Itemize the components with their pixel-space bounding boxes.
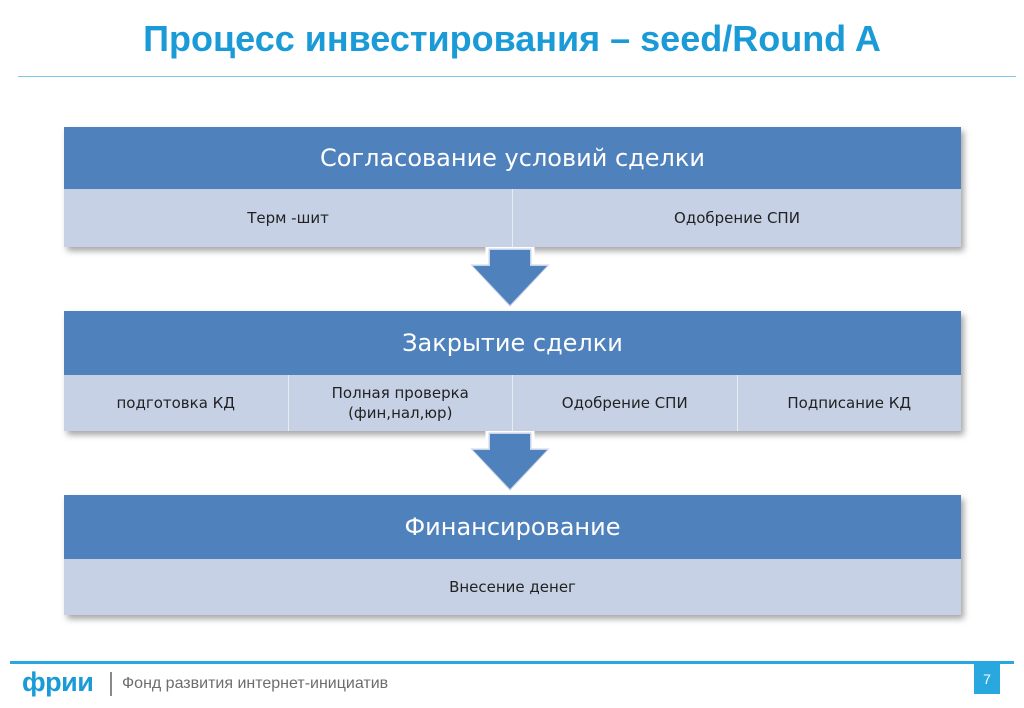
stage-negotiation: Согласование условий сделки Терм -шит Од… [64,127,961,247]
stage-cell-due-diligence: Полная проверка (фин,нал,юр) [287,375,513,431]
page-title: Процесс инвестирования – seed/Round A [143,18,881,59]
stage-heading: Закрытие сделки [64,311,961,375]
footer-organization: Фонд развития интернет-инициатив [122,675,389,692]
stage-cells: подготовка КД Полная проверка (фин,нал,ю… [64,375,961,431]
footer-separator [110,672,112,696]
down-arrow-icon [465,247,555,311]
page-number: 7 [974,664,1000,694]
stage-cell-approval: Одобрение СПИ [512,375,737,431]
stage-closing: Закрытие сделки подготовка КД Полная про… [64,311,961,431]
down-arrow-icon [465,431,555,495]
title-divider [18,76,1016,77]
stage-financing: Финансирование Внесение денег [64,495,961,615]
stage-cell-prepare-docs: подготовка КД [116,394,236,412]
stage-cells: Внесение денег [64,559,961,615]
stage-cell-signing: Подписание КД [736,375,962,431]
footer-logo: фрии [22,667,94,697]
stage-cell-funds: Внесение денег [449,578,576,596]
footer-divider [10,661,1014,664]
stage-cells: Терм -шит Одобрение СПИ [64,189,961,247]
stage-cell-term-sheet: Терм -шит [247,209,329,227]
stage-heading: Согласование условий сделки [64,127,961,189]
stage-cell-approval: Одобрение СПИ [512,189,961,247]
stage-heading: Финансирование [64,495,961,559]
